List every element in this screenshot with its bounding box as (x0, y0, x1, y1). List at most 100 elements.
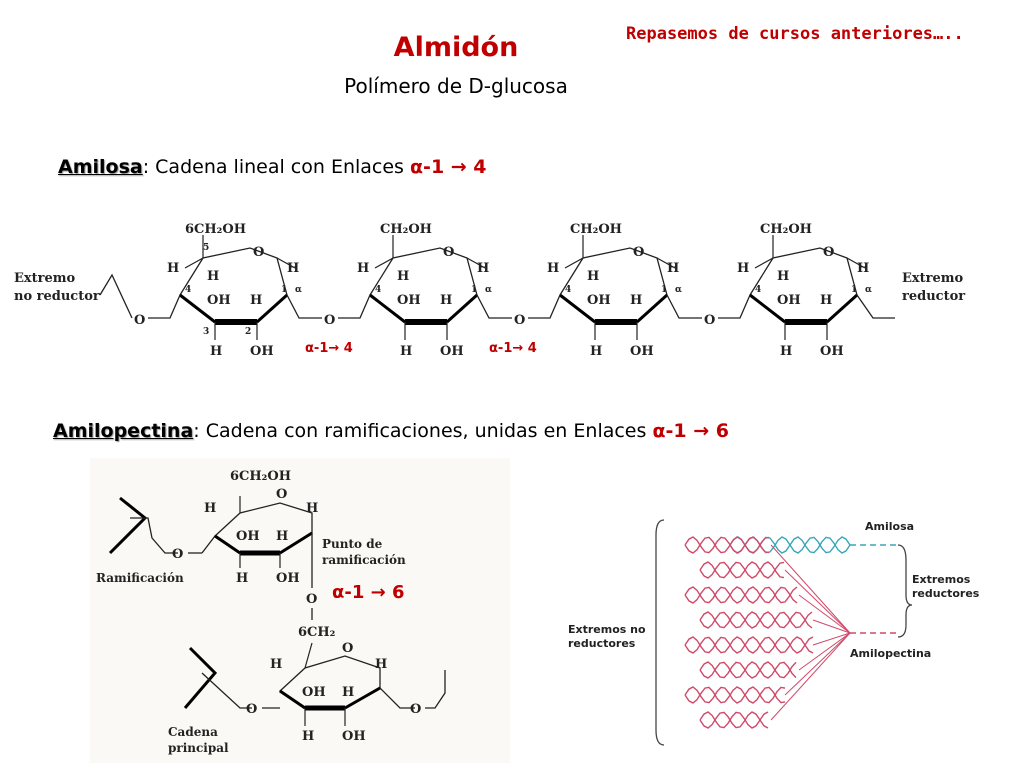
amilosa-bond: α-1 → 4 (410, 156, 487, 178)
schematic-amilopectina-label: Amilopectina (850, 647, 931, 660)
amilopectina-helix-8-pair (699, 711, 769, 729)
oh-c2-bottom: OH (440, 344, 464, 359)
carbon-4-num: 4 (755, 285, 761, 295)
amilosa-description: : Cadena lineal con Enlaces (142, 156, 410, 178)
amilopectina-helix-4 (699, 611, 813, 629)
h-c4: H (547, 261, 559, 276)
carbon-3-num: 3 (203, 327, 209, 337)
amilosa-term: Amilosa (58, 156, 143, 178)
carbon-4-num: 4 (565, 285, 571, 295)
link-oxygen: O (134, 313, 145, 328)
h-c2: H (630, 293, 642, 308)
schematic-reductores-1: Extremos (912, 573, 971, 586)
h-c5: H (397, 269, 409, 284)
ch2oh-label: CH₂OH (570, 222, 622, 237)
cadena-label-1: Cadena (168, 725, 218, 739)
amilopectina-helix-2-pair (699, 561, 785, 579)
glycosidic-o-1: O (99, 273, 181, 328)
carbon-5-num: 5 (203, 243, 209, 253)
schematic-no-reductores-2: reductores (568, 637, 636, 650)
amilopectina-helix-3-pair (684, 586, 798, 604)
ramificacion-label: Ramificación (96, 571, 184, 585)
link-oxygen: O (324, 313, 335, 328)
main-o-left: O (246, 702, 257, 717)
carbon-1-num: 1 (471, 285, 477, 295)
carbon-2-num: 2 (245, 327, 251, 337)
schematic-reductores-2: reductores (912, 587, 980, 600)
h-3: H (276, 529, 288, 544)
amilosa-heading: Amilosa: Cadena lineal con Enlaces α-1 →… (58, 156, 487, 178)
oh-c2-bottom: OH (630, 344, 654, 359)
glycosidic-o-3: O (476, 294, 561, 328)
oh-c2-bottom: OH (820, 344, 844, 359)
ch2oh-label: CH₂OH (760, 222, 812, 237)
ch2oh-label: CH₂OH (380, 222, 432, 237)
amilopectina-helix-8 (699, 711, 769, 729)
review-note: Repasemos de cursos anteriores….. (626, 24, 964, 44)
right-end-label-2: reductor (902, 289, 965, 304)
h-c4: H (167, 261, 179, 276)
punto-label-2: ramificación (322, 553, 406, 567)
branch-ch2oh-top: 6CH₂OH (230, 469, 291, 484)
amilopectina-helix-5-pair (684, 636, 814, 654)
branch-ch2: 6CH₂ (298, 625, 335, 640)
main-ring-o: O (342, 641, 353, 656)
oh-c3: OH (587, 293, 611, 308)
amilopectina-bond: α-1 → 6 (652, 420, 729, 442)
h-c2: H (250, 293, 262, 308)
alpha-label: α (865, 285, 872, 295)
branch-link-2 (784, 569, 851, 634)
oh-c3: OH (777, 293, 801, 308)
main-oh-2: OH (342, 729, 366, 744)
ring-oxygen: O (823, 245, 834, 260)
amilopectina-description: : Cadena con ramificaciones, unidas en E… (193, 420, 653, 442)
amilopectina-branch-diagram: O 6CH₂OH O H H OH H H OH Ramificación Pu… (90, 458, 510, 763)
glycosidic-o-4: O (666, 294, 751, 328)
schematic-no-reductores-1: Extremos no (568, 623, 646, 636)
h-1: H (204, 501, 216, 516)
main-oh-1: OH (302, 685, 326, 700)
amilopectina-helix-2 (699, 561, 785, 579)
ring-oxygen: O (253, 245, 264, 260)
ring-o-top: O (276, 487, 287, 502)
amilopectina-helix-6-pair (699, 661, 797, 679)
branch-o-left: O (172, 547, 183, 562)
cadena-label-2: principal (168, 741, 229, 755)
page-subtitle: Polímero de D-glucosa (344, 74, 568, 98)
ring-oxygen: O (443, 245, 454, 260)
h-c5: H (207, 269, 219, 284)
branch-link-3 (798, 594, 851, 634)
h-c3-bottom: H (780, 344, 792, 359)
amilopectina-heading: Amilopectina: Cadena con ramificaciones,… (53, 420, 729, 442)
amilopectina-helix-4-pair (699, 611, 813, 629)
branch-link-8 (770, 632, 851, 721)
alpha-label: α (675, 285, 682, 295)
h-c1: H (287, 261, 299, 276)
carbon-1-num: 1 (281, 285, 287, 295)
main-h-4: H (302, 729, 314, 744)
link-oxygen: O (514, 313, 525, 328)
h-c5: H (777, 269, 789, 284)
h-c3-bottom: H (210, 344, 222, 359)
helix-strands (684, 536, 896, 729)
starch-schematic: Amilosa Extremos reductores Extremos no … (568, 519, 980, 746)
bond-label-2: α-1→ 4 (489, 341, 537, 356)
h-c1: H (667, 261, 679, 276)
amilopectina-helix-7 (684, 686, 786, 704)
link-oxygen: O (704, 313, 715, 328)
h-c1: H (477, 261, 489, 276)
page-title: Almidón (393, 32, 519, 63)
branch-link-7 (784, 632, 851, 696)
alpha-label: α (485, 285, 492, 295)
branch-link-4 (812, 619, 851, 634)
branch-link-5 (812, 632, 851, 646)
ring-oxygen: O (633, 245, 644, 260)
h-c4: H (737, 261, 749, 276)
amilopectina-term: Amilopectina (53, 420, 194, 442)
